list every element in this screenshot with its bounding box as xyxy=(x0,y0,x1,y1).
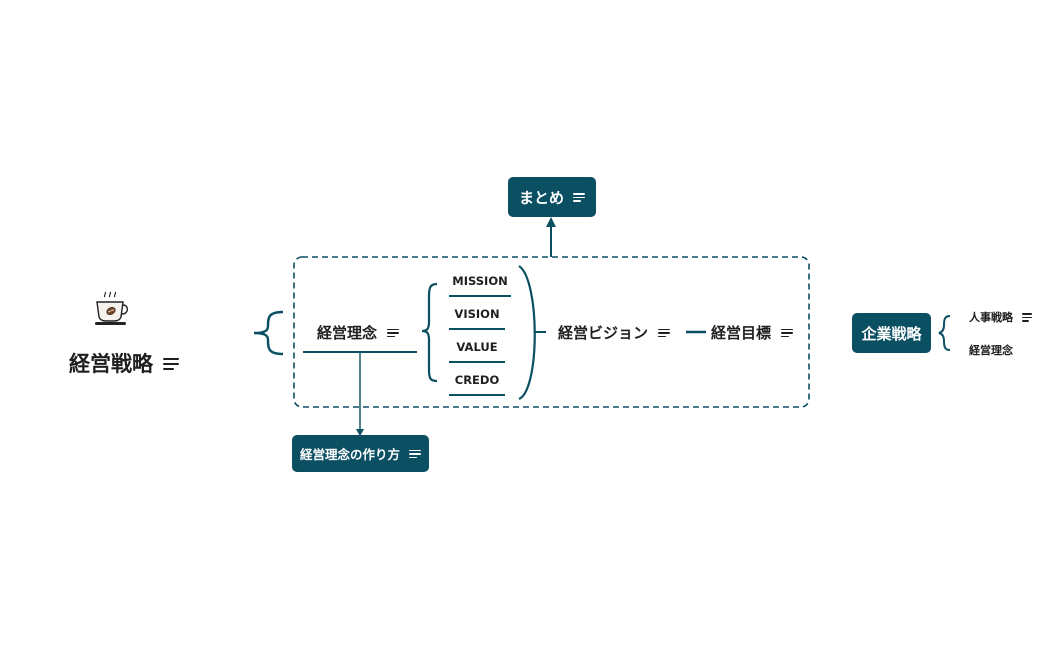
notes-icon[interactable] xyxy=(1022,313,1032,322)
root-label: 経営戦略 xyxy=(69,352,153,376)
coffee-cup-icon xyxy=(93,291,131,327)
root-brace xyxy=(253,310,284,356)
vision-label: 経営ビジョン xyxy=(558,324,649,342)
corporate-brace xyxy=(938,315,951,351)
value-item-value[interactable]: VALUE xyxy=(456,340,498,354)
howto-arrow-head xyxy=(356,429,364,436)
value-item-mission[interactable]: MISSION xyxy=(452,274,508,288)
notes-icon[interactable] xyxy=(658,328,671,338)
summary-label: まとめ xyxy=(518,188,564,207)
root-topic[interactable]: 経営戦略 xyxy=(69,348,179,378)
vision-topic[interactable]: 経営ビジョン xyxy=(558,322,671,343)
howto-label: 経営理念の作り方 xyxy=(299,447,400,462)
values-brace xyxy=(421,282,438,383)
goal-topic[interactable]: 経営目標 xyxy=(711,322,794,343)
corporate-child-hr[interactable]: 人事戦略 xyxy=(969,309,1032,325)
philosophy-label: 経営理念 xyxy=(317,324,378,342)
notes-icon[interactable] xyxy=(781,328,794,338)
corporate-child-label: 経営理念 xyxy=(969,344,1013,357)
philosophy-topic[interactable]: 経営理念 xyxy=(317,322,400,343)
summary-topic[interactable]: まとめ xyxy=(508,177,596,217)
values-bracket-close xyxy=(518,265,536,401)
notes-icon[interactable] xyxy=(573,192,585,202)
notes-icon[interactable] xyxy=(387,328,400,338)
corporate-child-philosophy[interactable]: 経営理念 xyxy=(969,342,1013,358)
notes-icon[interactable] xyxy=(163,357,179,370)
goal-label: 経営目標 xyxy=(711,324,772,342)
corporate-topic[interactable]: 企業戦略 xyxy=(852,313,931,353)
howto-topic[interactable]: 経営理念の作り方 xyxy=(292,435,429,472)
corporate-child-label: 人事戦略 xyxy=(969,311,1013,324)
notes-icon[interactable] xyxy=(409,449,421,459)
corporate-label: 企業戦略 xyxy=(861,324,922,343)
value-item-vision[interactable]: VISION xyxy=(454,307,500,321)
summary-arrow-head xyxy=(546,217,556,227)
value-item-credo[interactable]: CREDO xyxy=(454,373,500,387)
